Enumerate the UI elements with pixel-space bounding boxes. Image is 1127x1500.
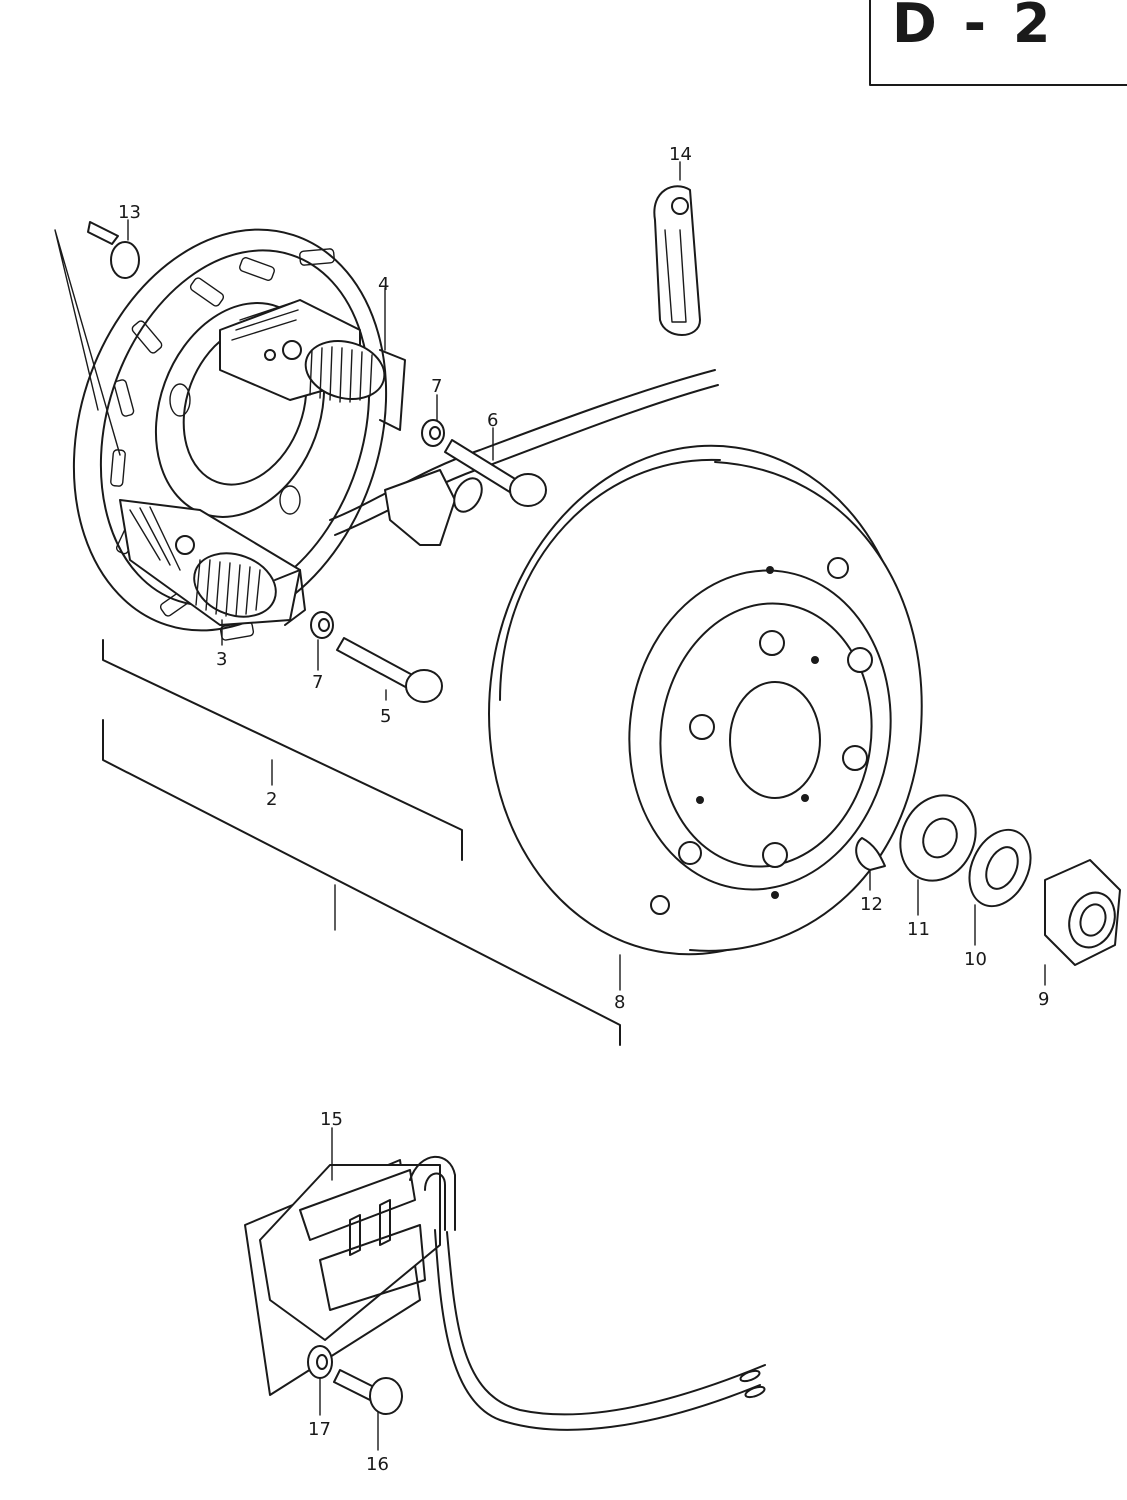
callout-8: 8 (614, 992, 625, 1013)
stator-plate-assembly (72, 228, 719, 641)
washer-11 (899, 794, 977, 882)
lock-washer-10 (968, 828, 1032, 908)
callout-17: 17 (308, 1419, 331, 1440)
page-tag-box: D - 2 (869, 0, 1127, 86)
key-12 (855, 837, 886, 871)
washer-17 (307, 1345, 333, 1379)
nut-9 (1044, 859, 1121, 966)
screw-13 (54, 221, 140, 456)
callout-13: 13 (118, 202, 141, 223)
leader-lines (127, 161, 1046, 1451)
callout-labels: 13 14 4 7 6 3 7 5 2 8 12 11 10 9 15 17 1… (118, 144, 1049, 1475)
page-tag: D - 2 (892, 0, 1054, 55)
callout-4: 4 (378, 274, 389, 295)
regulator-rectifier (244, 1155, 766, 1431)
screw-6 (444, 439, 547, 507)
callout-5: 5 (380, 706, 391, 727)
callout-12: 12 (860, 894, 883, 915)
washer-7-upper (421, 419, 445, 447)
washer-7-lower (310, 611, 334, 639)
upper-coil (219, 299, 406, 431)
flywheel-rotor (488, 444, 923, 956)
callout-15: 15 (320, 1109, 343, 1130)
callout-11: 11 (907, 919, 930, 940)
callout-9: 9 (1038, 989, 1049, 1010)
callout-2: 2 (266, 789, 277, 810)
lower-coil (119, 499, 306, 626)
callout-16: 16 (366, 1454, 389, 1475)
callout-10: 10 (964, 949, 987, 970)
callout-7-upper: 7 (431, 376, 442, 397)
screw-16 (333, 1369, 403, 1415)
callout-3: 3 (216, 649, 227, 670)
callout-14: 14 (669, 144, 692, 165)
callout-7-lower: 7 (312, 672, 323, 693)
lead-wire-14 (653, 185, 701, 336)
screw-5 (336, 637, 443, 703)
assembly-brackets (102, 639, 621, 1046)
callout-6: 6 (487, 410, 498, 431)
